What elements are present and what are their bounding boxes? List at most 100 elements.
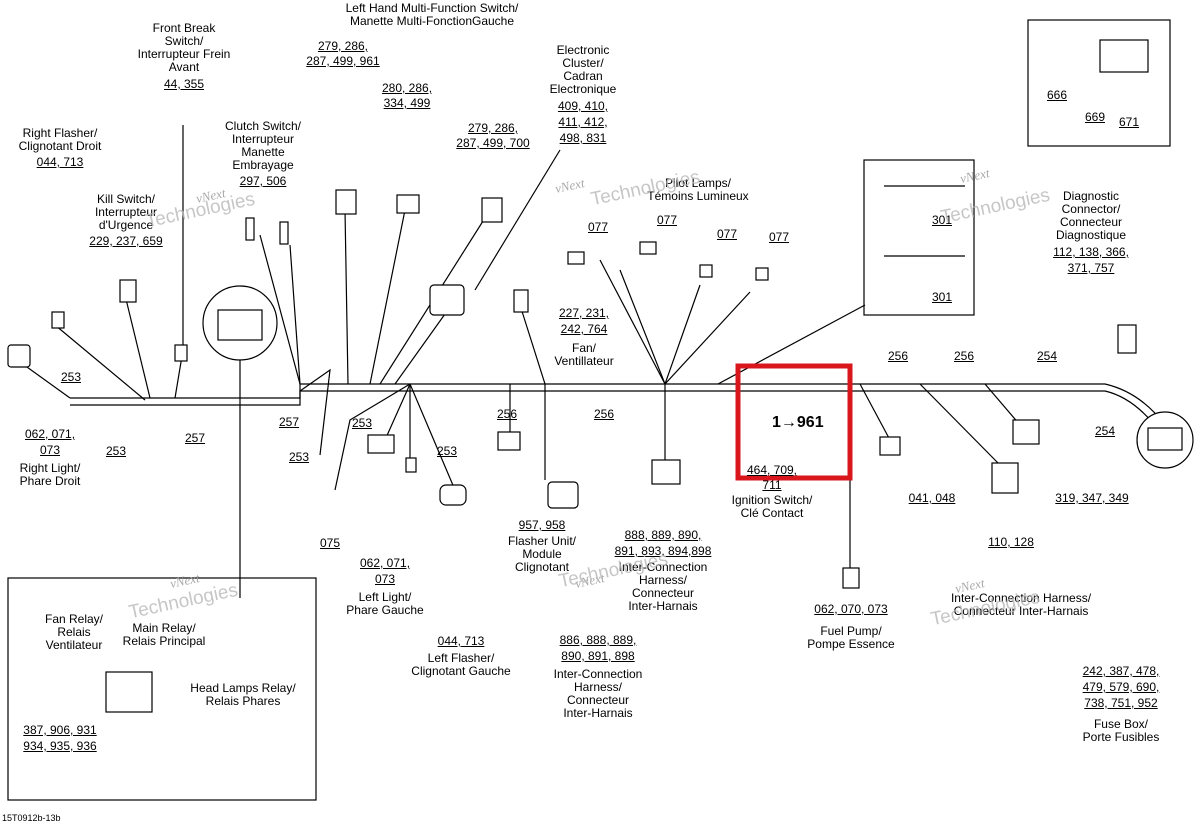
ref-line: 464, 709, [746,463,798,477]
main-relay-label: Main Relay/ Relais Principal [123,622,206,648]
ref-line: 711 [762,478,782,492]
label-line: Kill Switch/ [96,192,155,206]
lh-refs-b: 280, 286, 334, 499 [382,82,432,110]
ref-line: 279, 286, [317,39,369,53]
ref-number: 077 [587,220,609,234]
ref-number: 077 [656,213,678,227]
ref-line: 886, 888, 889, [559,633,637,647]
ref-number: 253 [288,450,310,464]
label-line: Clignotant [514,560,570,574]
label-line: Relais Phares [205,694,281,708]
label-line: Interrupteur [94,205,158,219]
ref-number: 257 [278,415,300,429]
ref-number: 301 [931,290,953,304]
ref-line: 334, 499 [383,96,431,110]
ref-line: 242, 387, 478, [1082,664,1160,678]
ref-line: 890, 891, 898 [561,649,635,663]
label-line: Main Relay/ [132,621,196,635]
label-line: Relais [57,625,91,639]
label-line: Flasher Unit/ [507,534,577,548]
fuel-pump-label: 062, 070, 073 Fuel Pump/ Pompe Essence [807,603,894,651]
ref-number: 253 [105,444,127,458]
label-line: Inter-Connection Harness/ [950,591,1092,605]
ref-line: 044, 713 [36,155,84,169]
ref-number: 110, 128 [988,535,1034,549]
lh-switch-label: Left Hand Multi-Function Switch/ Manette… [346,2,519,28]
label-line: Ventilateur [45,638,103,652]
lh-refs-c: 279, 286, 287, 499, 700 [456,122,529,150]
ref-line: 411, 412, [558,115,608,129]
ref-number: 319, 347, 349 [1055,491,1129,505]
inter-connection-label-2: 886, 888, 889, 890, 891, 898 Inter-Conne… [554,634,643,720]
fan-relay-label: Fan Relay/ Relais Ventilateur [45,613,103,652]
head-lamps-relay-label: Head Lamps Relay/ Relais Phares [190,682,295,708]
ignition-label: 464, 709, 711 Ignition Switch/ Clé Conta… [732,464,813,520]
label-line: Fuse Box/ [1093,717,1149,731]
label-line: Right Light/ [19,461,81,475]
ref-line: 242, 764 [560,322,608,336]
label-line: Left Flasher/ [427,651,495,665]
connectors [7,189,1194,713]
highlight-box [735,363,853,481]
label-line: d'Urgence [98,218,154,232]
kill-switch-label: Kill Switch/ Interrupteur d'Urgence 229,… [89,193,162,248]
ref-line: 934, 935, 936 [23,739,97,753]
label-line: Pompe Essence [807,637,895,651]
left-flasher-label: 044, 713 Left Flasher/ Clignotant Gauche [411,635,510,678]
label-line: Fuel Pump/ [820,624,882,638]
ref-line: 073 [374,572,396,586]
label-line: Interrupteur [231,132,295,146]
label-line: Embrayage [232,158,294,172]
ref-number: 077 [768,230,790,244]
label-line: Interrupteur Frein [137,47,231,61]
ref-number: 256 [953,349,975,363]
label-line: Témoins Lumineux [647,189,749,203]
label-line: Clignotant Droit [18,139,102,153]
label-line: Fan Relay/ [44,612,104,626]
label-line: Ignition Switch/ [731,493,813,507]
right-light-label: 062, 071, 073 Right Light/ Phare Droit [20,428,81,488]
ref-line: 227, 231, [558,306,610,320]
ref-number: 256 [887,349,909,363]
inter-connection-label-3: Inter-Connection Harness/ Connecteur Int… [951,592,1091,618]
ref-line: 888, 889, 890, [624,528,702,542]
ref-line: 297, 506 [239,174,287,188]
ref-number: 671 [1118,115,1140,129]
ref-line: 112, 138, 366, [1053,245,1129,259]
ref-line: 279, 286, [467,121,519,135]
main-harness [19,125,1166,598]
ref-number: 301 [931,213,953,227]
ref-number: 256 [496,407,518,421]
label-line: Inter-Harnais [563,706,633,720]
label-line: Inter-Connection [618,560,708,574]
ref-line: 062, 071, [359,556,411,570]
label-line: Ventillateur [554,354,614,368]
label-line: Cadran [563,69,603,83]
label-line: Clutch Switch/ [224,119,302,133]
ref-line: 062, 071, [24,427,76,441]
ref-number: 666 [1046,88,1068,102]
ref-line: 287, 499, 961 [306,54,380,68]
label-line: Pilot Lamps/ [664,176,732,190]
label-line: Connecteur Inter-Harnais [953,604,1089,618]
ref-line: 229, 237, 659 [89,234,163,248]
ref-number: 041, 048 [908,491,956,505]
label-line: Head Lamps Relay/ [190,681,296,695]
label-line: Clignotant Gauche [411,664,511,678]
ref-number: 257 [184,431,206,445]
ref-number: 254 [1036,349,1058,363]
cluster-label: Electronic Cluster/ Cadran Electronique … [550,44,617,145]
fan-label: 227, 231, 242, 764 Fan/ Ventillateur [554,307,613,368]
ref-line: 479, 579, 690, [1082,680,1160,694]
ref-number: 253 [436,444,458,458]
label-line: Harness/ [638,573,688,587]
diagnostic-label: Diagnostic Connector/ Connecteur Diagnos… [1053,190,1129,275]
ref-line: 498, 831 [559,131,607,145]
clutch-label: Clutch Switch/ Interrupteur Manette Embr… [225,120,301,188]
ref-line: 062, 070, 073 [814,602,888,616]
lh-refs-a: 279, 286, 287, 499, 961 [306,40,379,68]
ref-line: 957, 958 [518,518,566,532]
label-line: Manette Multi-FonctionGauche [349,14,515,28]
label-line: Fan/ [571,341,596,355]
ref-line: 891, 893, 894,898 [614,544,712,558]
